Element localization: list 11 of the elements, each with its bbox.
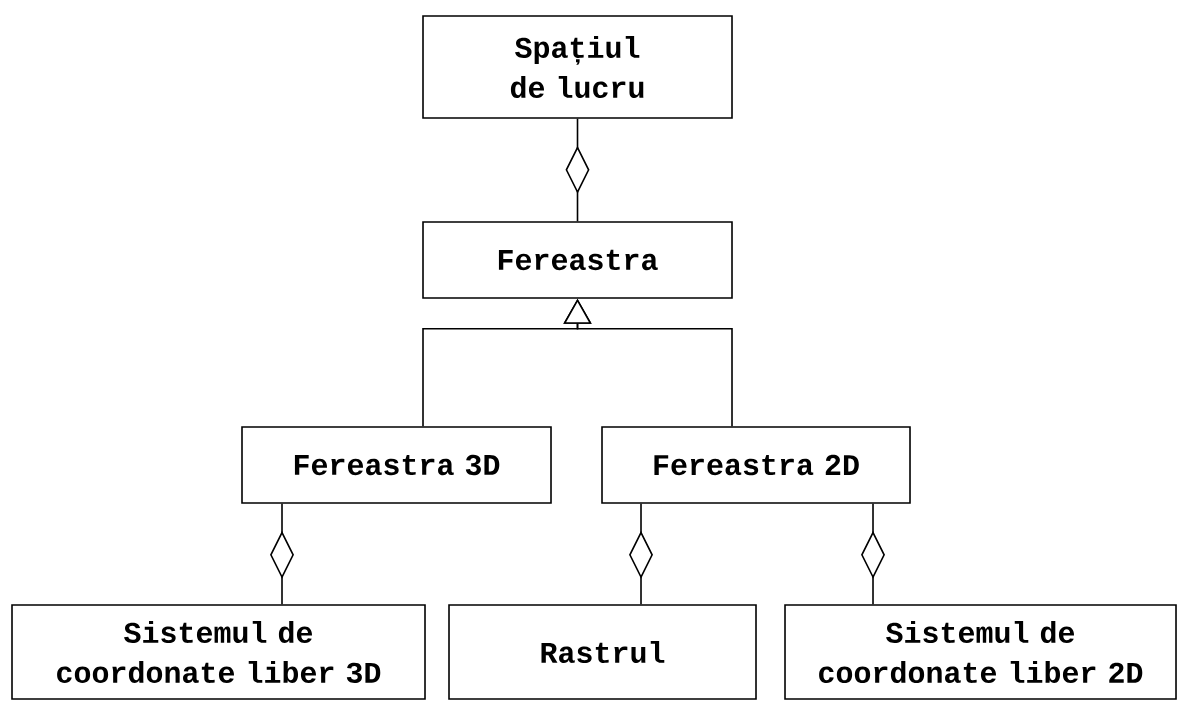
class-box: Sistemul de coordonate liber 2D	[784, 604, 1177, 700]
aggregation-connector	[270, 503, 294, 605]
class-box: Fereastra 3D	[241, 426, 552, 504]
aggregation-connector	[565, 118, 590, 222]
class-box: Rastrul	[448, 604, 757, 700]
class-box: Fereastra	[422, 221, 733, 299]
aggregation-connector	[861, 503, 885, 605]
class-box: Spațiul de lucru	[422, 15, 733, 119]
class-box: Fereastra 2D	[601, 426, 911, 504]
aggregation-connector	[629, 503, 653, 605]
class-box: Sistemul de coordonate liber 3D	[11, 604, 426, 700]
